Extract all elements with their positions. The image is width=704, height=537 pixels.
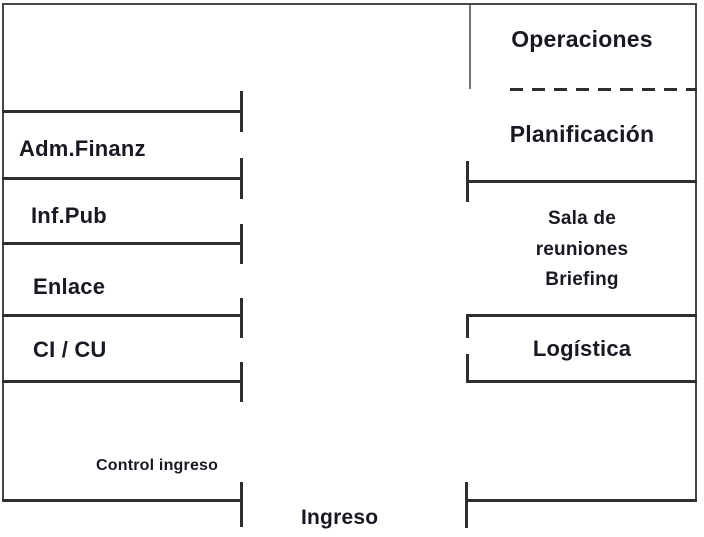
wall-logistica-left-upper bbox=[466, 314, 469, 338]
room-label-sala-line2: reuniones bbox=[535, 239, 629, 260]
dashed-wall-operaciones-planificacion bbox=[510, 88, 697, 91]
outer-wall-right bbox=[695, 3, 697, 502]
entrance-label-ingreso: Ingreso bbox=[301, 506, 379, 529]
room-label-logistica: Logística bbox=[532, 336, 632, 361]
room-label-ci-cu: CI / CU bbox=[33, 337, 107, 362]
room-label-adm-finanz: Adm.Finanz bbox=[19, 136, 146, 161]
wall-adm-finanz-inf-pub bbox=[2, 177, 242, 180]
outer-wall-top bbox=[2, 3, 697, 5]
divider-operaciones-left bbox=[469, 5, 471, 89]
wall-ci-cu-control bbox=[2, 380, 242, 383]
room-label-control-ingreso: Control ingreso bbox=[96, 457, 219, 474]
wall-logistica-bottom bbox=[466, 380, 697, 383]
door-jamb-entrance-left bbox=[240, 482, 243, 527]
door-jamb-adm-finanz bbox=[240, 91, 243, 132]
room-label-sala-line3: Briefing bbox=[545, 269, 619, 290]
door-jamb-ci-cu bbox=[240, 298, 243, 338]
wall-enlace-ci-cu bbox=[2, 314, 242, 317]
wall-logistica-left-lower bbox=[466, 354, 469, 383]
wall-above-adm-finanz bbox=[2, 110, 242, 113]
door-jamb-sala bbox=[466, 161, 469, 202]
door-jamb-control bbox=[240, 362, 243, 402]
outer-wall-bottom-left bbox=[2, 499, 243, 502]
door-jamb-enlace bbox=[240, 224, 243, 264]
door-jamb-inf-pub bbox=[240, 158, 243, 199]
room-label-enlace: Enlace bbox=[33, 274, 106, 299]
door-jamb-entrance-right bbox=[465, 482, 468, 528]
wall-inf-pub-enlace bbox=[2, 242, 242, 245]
outer-wall-bottom-right bbox=[465, 499, 697, 502]
wall-logistica-top bbox=[466, 314, 697, 317]
room-label-sala-line1: Sala de bbox=[548, 208, 616, 229]
outer-wall-left bbox=[2, 3, 4, 502]
room-label-planificacion: Planificación bbox=[509, 121, 655, 147]
room-label-operaciones: Operaciones bbox=[511, 26, 653, 52]
wall-planificacion-sala bbox=[467, 180, 697, 183]
room-label-inf-pub: Inf.Pub bbox=[31, 203, 107, 228]
